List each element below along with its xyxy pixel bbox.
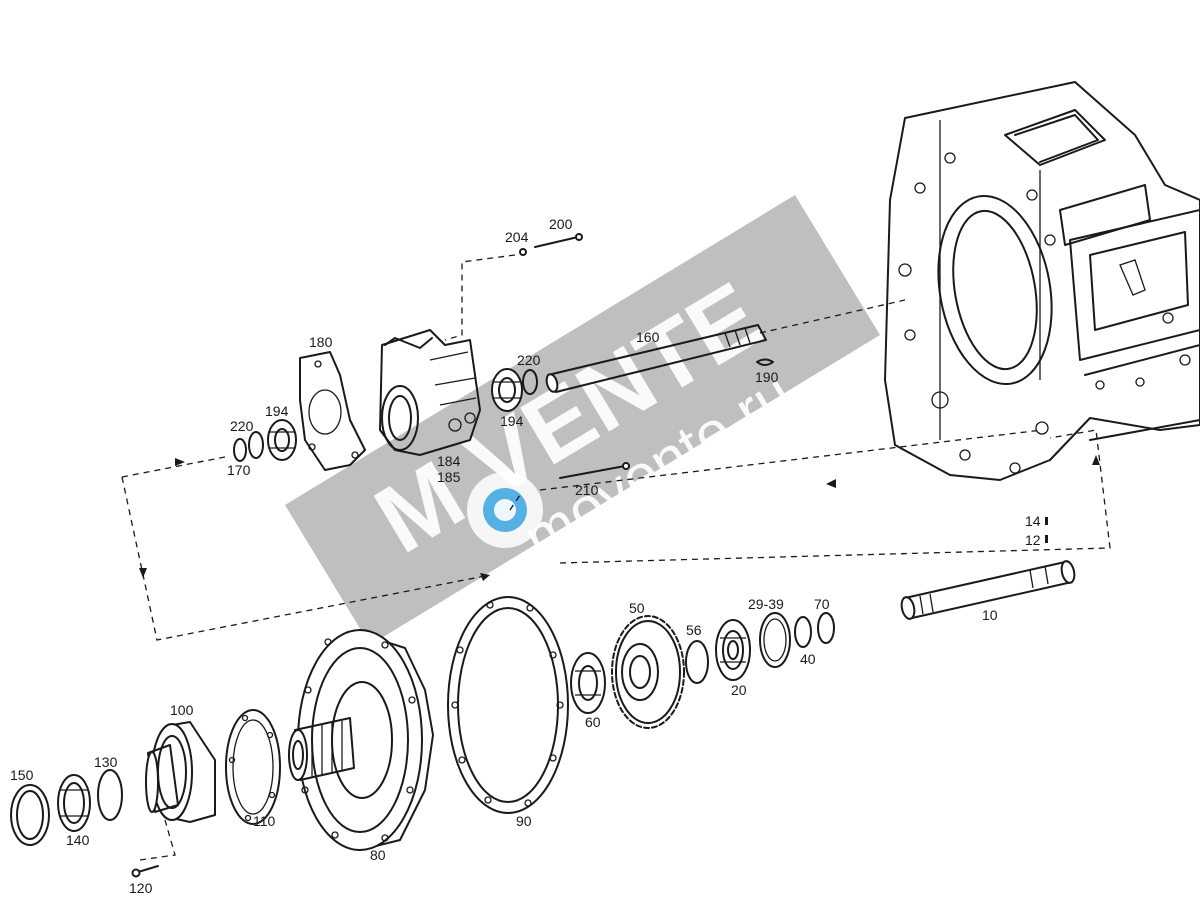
label-110: 110 — [253, 813, 276, 829]
label-160: 160 — [636, 329, 660, 345]
part-20-bearing — [715, 619, 751, 681]
part-160-shaft — [545, 324, 767, 393]
label-120: 120 — [129, 880, 153, 896]
label-56: 56 — [686, 622, 702, 638]
hub-80-bolts — [301, 638, 416, 842]
label-204: 204 — [505, 229, 529, 245]
label-140: 140 — [66, 832, 90, 848]
part-90-gasket — [447, 596, 569, 814]
watermark: M VENTE movente.ru — [285, 195, 880, 645]
part-180-gasket — [299, 351, 366, 471]
part-130-ring — [97, 769, 123, 821]
label-184: 184 — [437, 453, 461, 469]
part-70-ring — [817, 612, 835, 644]
part-210-pin — [559, 462, 630, 479]
part-110-gasket — [225, 709, 281, 825]
label-10: 10 — [982, 607, 998, 623]
label-50: 50 — [629, 600, 645, 616]
part-170-ring — [233, 438, 247, 462]
part-194-bearing-right — [491, 368, 523, 412]
label-180: 180 — [309, 334, 333, 350]
label-170: 170 — [227, 462, 251, 478]
label-210: 210 — [575, 482, 599, 498]
label-194-left: 194 — [265, 403, 289, 419]
part-10-shaft — [900, 560, 1076, 620]
transmission-housing — [884, 81, 1200, 481]
label-70: 70 — [814, 596, 830, 612]
housing-bolt-holes — [898, 152, 1191, 474]
part-120-bolt — [131, 865, 159, 878]
label-90: 90 — [516, 813, 532, 829]
assembly-lines — [121, 254, 1111, 861]
label-220-left: 220 — [230, 418, 254, 434]
part-56-ring — [685, 640, 709, 684]
label-80: 80 — [370, 847, 386, 863]
part-100-cover — [145, 721, 216, 823]
part-140-seal — [57, 774, 91, 832]
label-220-right: 220 — [517, 352, 541, 368]
label-12: 12 — [1025, 532, 1041, 548]
part-12-14-pins — [1045, 517, 1048, 543]
part-190-clip — [756, 358, 774, 366]
label-150: 150 — [10, 767, 34, 783]
label-29-39: 29-39 — [748, 596, 784, 612]
label-130: 130 — [94, 754, 118, 770]
label-194-right: 194 — [500, 413, 524, 429]
part-204-washer — [519, 248, 527, 256]
part-80-hub — [288, 629, 434, 851]
label-20: 20 — [731, 682, 747, 698]
part-60-bearing — [570, 652, 606, 714]
part-220-ring-left — [248, 431, 264, 459]
part-labels: 10 12 14 20 29-39 40 50 56 60 70 80 90 1… — [10, 216, 1041, 896]
part-184-bracket — [379, 329, 481, 456]
part-50-gear — [611, 615, 685, 729]
part-40-ring — [794, 616, 812, 648]
part-150-ring — [10, 784, 50, 846]
part-194-bearing-left — [267, 419, 297, 461]
label-60: 60 — [585, 714, 601, 730]
part-29-39-shim — [759, 612, 791, 668]
part-220-ring-right — [522, 369, 538, 395]
gasket-90-holes — [451, 601, 564, 807]
label-40: 40 — [800, 651, 816, 667]
part-200-pin — [534, 233, 583, 248]
label-190: 190 — [755, 369, 779, 385]
label-200: 200 — [549, 216, 573, 232]
label-185: 185 — [437, 469, 461, 485]
label-14: 14 — [1025, 513, 1041, 529]
label-100: 100 — [170, 702, 194, 718]
